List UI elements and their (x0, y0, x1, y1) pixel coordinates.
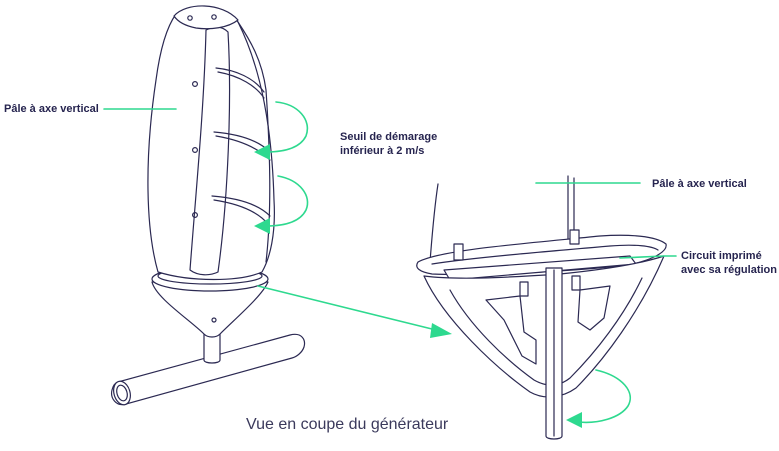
leader-to-cutaway (257, 285, 437, 331)
leader-circuit (619, 255, 677, 259)
rotation-arrows-left (254, 101, 309, 234)
label-circuit-line2: avec sa régulation (681, 264, 777, 276)
post-3 (519, 281, 529, 297)
figure-caption: Vue en coupe du générateur (246, 416, 449, 433)
cutaway-wire (429, 183, 439, 263)
cutaway-rim-inner (431, 244, 659, 265)
label-start-threshold-line1: Seuil de démarage (340, 131, 438, 143)
blade-helix-4 (217, 71, 265, 99)
blade-rivet-1 (192, 80, 199, 87)
rotation-arrowhead-lower (254, 218, 270, 234)
rotation-arrow-shaft (577, 369, 631, 424)
rotation-arrow-right (566, 369, 631, 428)
blade-rivet-2 (192, 147, 199, 154)
leader-to-cutaway-head (430, 323, 452, 338)
label-start-threshold-line2: inférieur à 2 m/s (340, 145, 425, 157)
blade-top-cap (173, 5, 239, 30)
pipe-end-inner (116, 384, 128, 402)
rotation-arrowhead-shaft (566, 412, 582, 428)
label-circuit: Circuit imprimé avec sa régulation (681, 249, 777, 277)
generator-cone (151, 281, 269, 338)
rotation-arrow-lower (265, 175, 309, 227)
cap-bolt-2 (211, 14, 217, 20)
mast (203, 331, 221, 364)
post-2 (569, 229, 580, 245)
turbine-full-view (111, 5, 306, 406)
mounting-pipe (111, 333, 306, 406)
internal-bracket (485, 295, 537, 365)
rotation-arrowhead-upper (254, 144, 270, 160)
blade-rivet-3 (192, 212, 199, 219)
blade-helix-3 (211, 195, 271, 217)
label-circuit-line1: Circuit imprimé (681, 250, 762, 262)
blade-helix-1 (215, 67, 265, 93)
blade-front-panel (189, 26, 231, 276)
internal-bracket-right (577, 285, 611, 331)
label-start-threshold: Seuil de démarage inférieur à 2 m/s (340, 130, 437, 158)
cap-bolt-1 (187, 15, 193, 21)
label-blade-right: Pâle à axe vertical (652, 178, 747, 190)
cone-bolt (211, 317, 217, 323)
post-1 (453, 243, 464, 261)
post-4 (571, 275, 581, 291)
label-blade-left: Pâle à axe vertical (4, 103, 99, 115)
rotation-arrow-upper (265, 101, 309, 153)
generator-cutaway (416, 175, 667, 440)
